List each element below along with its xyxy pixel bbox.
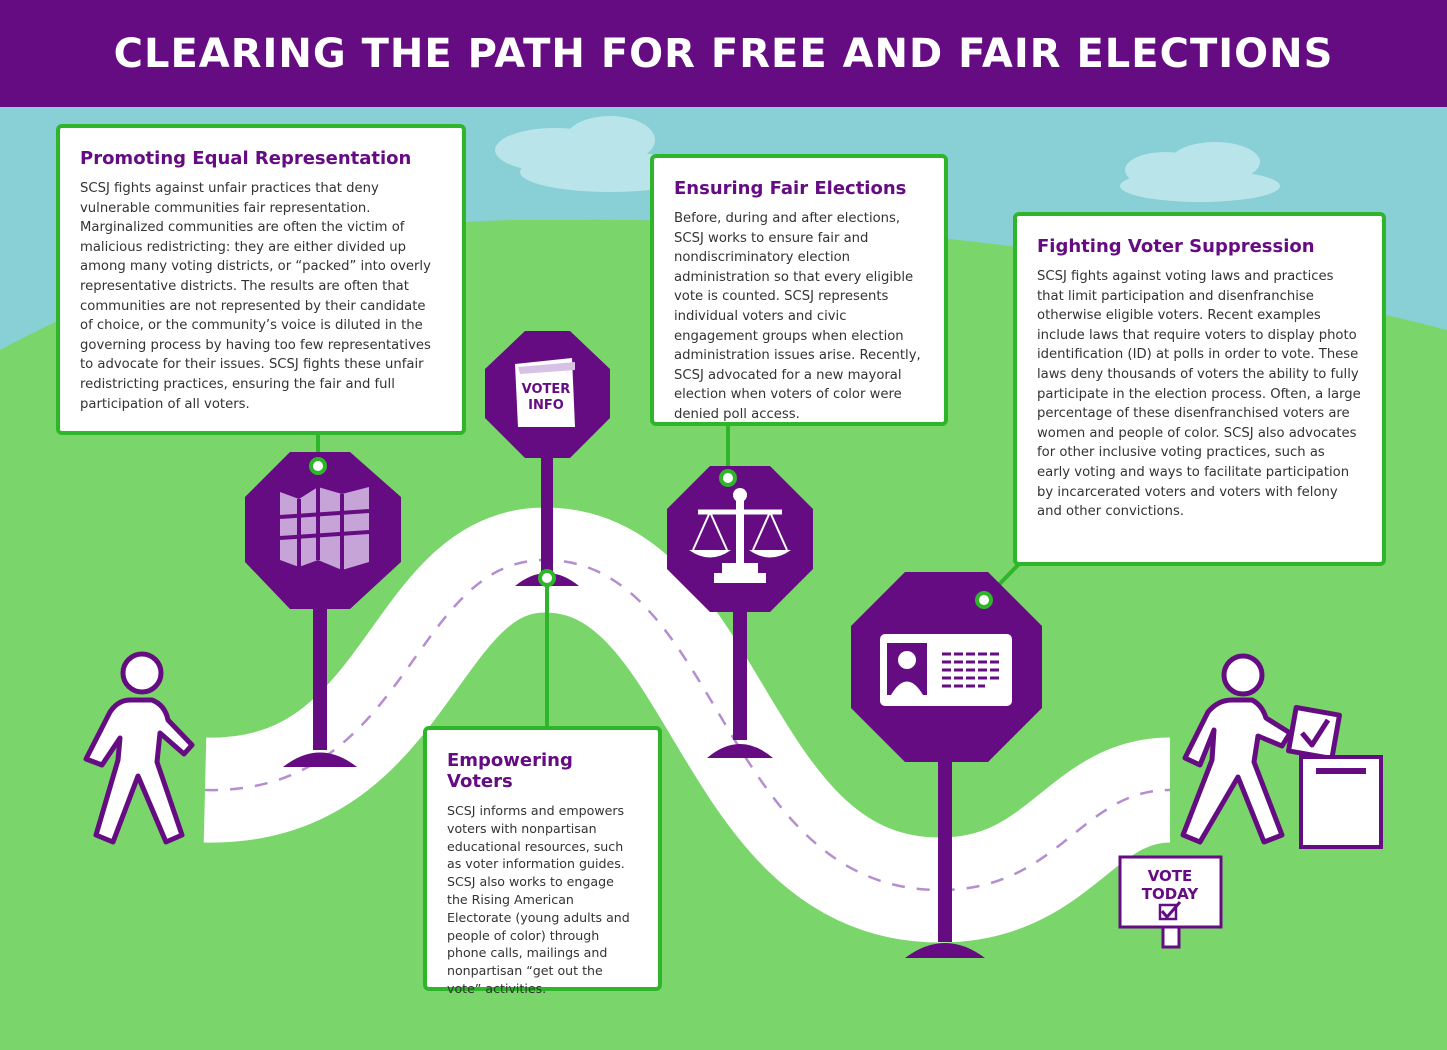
voter-info-booklet-icon: VOTER INFO [515,358,575,427]
empowering-body: SCSJ informs and empowers voters with no… [447,803,630,996]
photo-id-card-icon [880,634,1012,706]
ballot-icon [1286,705,1342,761]
suppression-title: Fighting Voter Suppression [1037,236,1315,257]
representation-body: SCSJ fights against unfair practices tha… [80,181,431,412]
empowering-voters-box: Empowering Voters SCSJ informs and empow… [423,726,662,996]
checkbox-icon [1158,901,1182,921]
promoting-equal-representation-box: Promoting Equal Representation SCSJ figh… [56,124,466,435]
fighting-voter-suppression-box: Fighting Voter Suppression SCSJ fights a… [1013,212,1386,566]
vote-today-line2: TODAY [1142,885,1200,903]
vote-today-line1: VOTE [1148,867,1193,885]
road-centerline [204,558,1171,892]
fair-elections-title: Ensuring Fair Elections [674,178,907,199]
map-icon [279,487,370,570]
header-banner: CLEARING THE PATH FOR FREE AND FAIR ELEC… [0,0,1447,107]
scales-of-justice-icon [689,488,791,583]
person-voting-icon [1180,653,1342,845]
vote-today-sign: VOTE TODAY [1118,855,1223,949]
photo-id-sign [851,572,1042,958]
fair-elections-body: Before, during and after elections, SCSJ… [674,211,921,422]
scales-sign [667,466,813,758]
voter-info-line1: VOTER [522,382,571,397]
cloud-right [1120,142,1280,202]
empowering-title: Empowering Voters [447,750,573,792]
ensuring-fair-elections-box: Ensuring Fair Elections Before, during a… [650,154,948,426]
voter-info-line2: INFO [528,398,564,413]
ballot-box-icon [1299,755,1383,849]
representation-title: Promoting Equal Representation [80,148,412,169]
map-sign [245,452,401,767]
page-title: CLEARING THE PATH FOR FREE AND FAIR ELEC… [113,30,1334,77]
suppression-body: SCSJ fights against voting laws and prac… [1037,269,1361,520]
walking-person-icon [83,651,195,845]
voter-info-sign: VOTER INFO [485,331,610,587]
